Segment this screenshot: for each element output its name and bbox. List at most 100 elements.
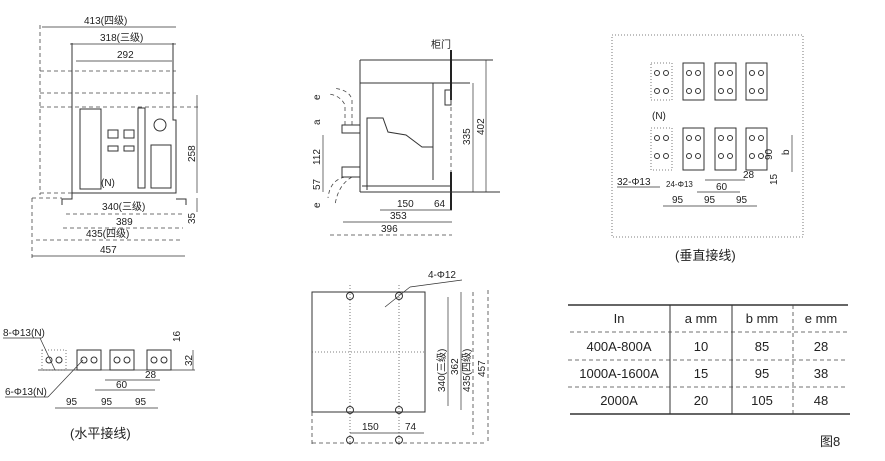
bolt-hole [686,70,692,76]
holes-label-a: 8-Φ13(N) [3,328,45,339]
dim-60: 60 [116,380,128,391]
table-cell: 15 [694,366,708,381]
table-cell: 95 [755,366,769,381]
bolt-hole [718,135,724,141]
door-label: 柜门 [431,38,451,51]
bolt-hole [695,135,701,141]
bolt-hole [718,70,724,76]
front-view: (N) 413(四级) 318(三级) 292 258 35 340(三级) 3… [31,15,200,258]
terminal-block [682,62,705,101]
bolt-hole [80,356,88,364]
dim-362: 362 [450,358,461,375]
dim-35: 35 [187,212,198,224]
dim-335: 335 [462,128,473,145]
table-cell: 20 [694,393,708,408]
dim-90: 90 [764,148,775,160]
table-cell: 2000A [600,393,638,408]
dim-340: 340(三级) [102,201,145,213]
dim-402: 402 [476,118,487,135]
bolt-hole [686,135,692,141]
dim-28: 28 [743,170,755,181]
bolt-hole [749,88,755,94]
dim-457: 457 [100,245,117,256]
dim-150: 150 [397,199,414,210]
dim-340: 340(三级) [436,349,448,392]
vertical-wiring-view: (N) 32-Φ13 24-Φ13 95 95 95 60 28 90 b 15 [611,34,804,238]
bolt-hole [654,70,660,76]
horizontal-wiring-caption: (水平接线) [70,426,131,441]
bolt-hole [695,88,701,94]
mounting-view: 4-Φ12 150 74 340(三级) 362 435(四级) 457 [311,270,489,445]
dim-e-top: e [312,94,323,100]
dim-413: 413(四级) [84,15,127,27]
bolt-hole [123,356,131,364]
dim-28: 28 [145,370,157,381]
terminal-block [650,62,673,101]
table-header: e mm [805,311,838,326]
dim-112: 112 [312,149,323,165]
holes-label-b: 6-Φ13(N) [5,387,47,398]
bolt-hole [758,70,764,76]
bolt-hole [749,70,755,76]
bolt-hole [718,88,724,94]
dim-60: 60 [716,182,728,193]
dim-32: 32 [184,354,195,366]
pitch-1: 95 [672,195,684,206]
dim-389: 389 [116,217,133,228]
terminal-block [682,127,705,171]
dim-457: 457 [477,360,488,377]
holes-label: 4-Φ12 [428,270,456,281]
dim-74: 74 [405,422,417,433]
bolt-hole [113,356,121,364]
terminal-block [714,62,737,101]
table-cell: 38 [814,366,828,381]
bolt-hole [654,153,660,159]
dim-150: 150 [362,422,379,433]
table-cell: 85 [755,339,769,354]
bolt-hole [663,135,669,141]
table-cell: 28 [814,339,828,354]
bolt-hole [663,153,669,159]
dim-435: 435(四级) [86,228,129,240]
bolt-hole [686,153,692,159]
bolt-hole [90,356,98,364]
bolt-hole [160,356,168,364]
neutral-label: (N) [101,178,115,189]
table-cell: 400A-800A [586,339,651,354]
horizontal-wiring-view: 8-Φ13(N) 6-Φ13(N) 95 95 95 60 28 16 32 [3,328,195,409]
pitch-2: 95 [101,397,113,408]
bolt-hole [654,88,660,94]
table-cell: 48 [814,393,828,408]
table-header: b mm [746,311,779,326]
table-cell: 10 [694,339,708,354]
terminal-block [650,127,673,171]
terminal-block [745,127,768,171]
dim-a: a [312,119,323,125]
dim-57: 57 [312,178,323,190]
dim-b: b [781,149,792,155]
figure-label: 图8 [820,434,840,449]
holes-label-a: 32-Φ13 [617,177,651,188]
bolt-hole [55,356,63,364]
bolt-hole [758,88,764,94]
dim-292: 292 [117,50,134,61]
bolt-hole [749,153,755,159]
vertical-wiring-caption: (垂直接线) [675,248,736,263]
bolt-hole [727,70,733,76]
bolt-hole [663,88,669,94]
table-cell: 105 [751,393,773,408]
side-view: 柜门 e a 112 57 e 335 402 150 64 353 396 [312,38,500,236]
terminal-block [41,349,67,371]
bolt-hole [758,153,764,159]
dim-e-bottom: e [312,202,323,208]
bolt-hole [663,70,669,76]
dim-353: 353 [390,211,407,222]
pitch-2: 95 [704,195,716,206]
dim-258: 258 [187,145,198,162]
pitch-3: 95 [135,397,147,408]
bolt-hole [727,135,733,141]
pitch-1: 95 [66,397,78,408]
table-header: In [614,311,625,326]
